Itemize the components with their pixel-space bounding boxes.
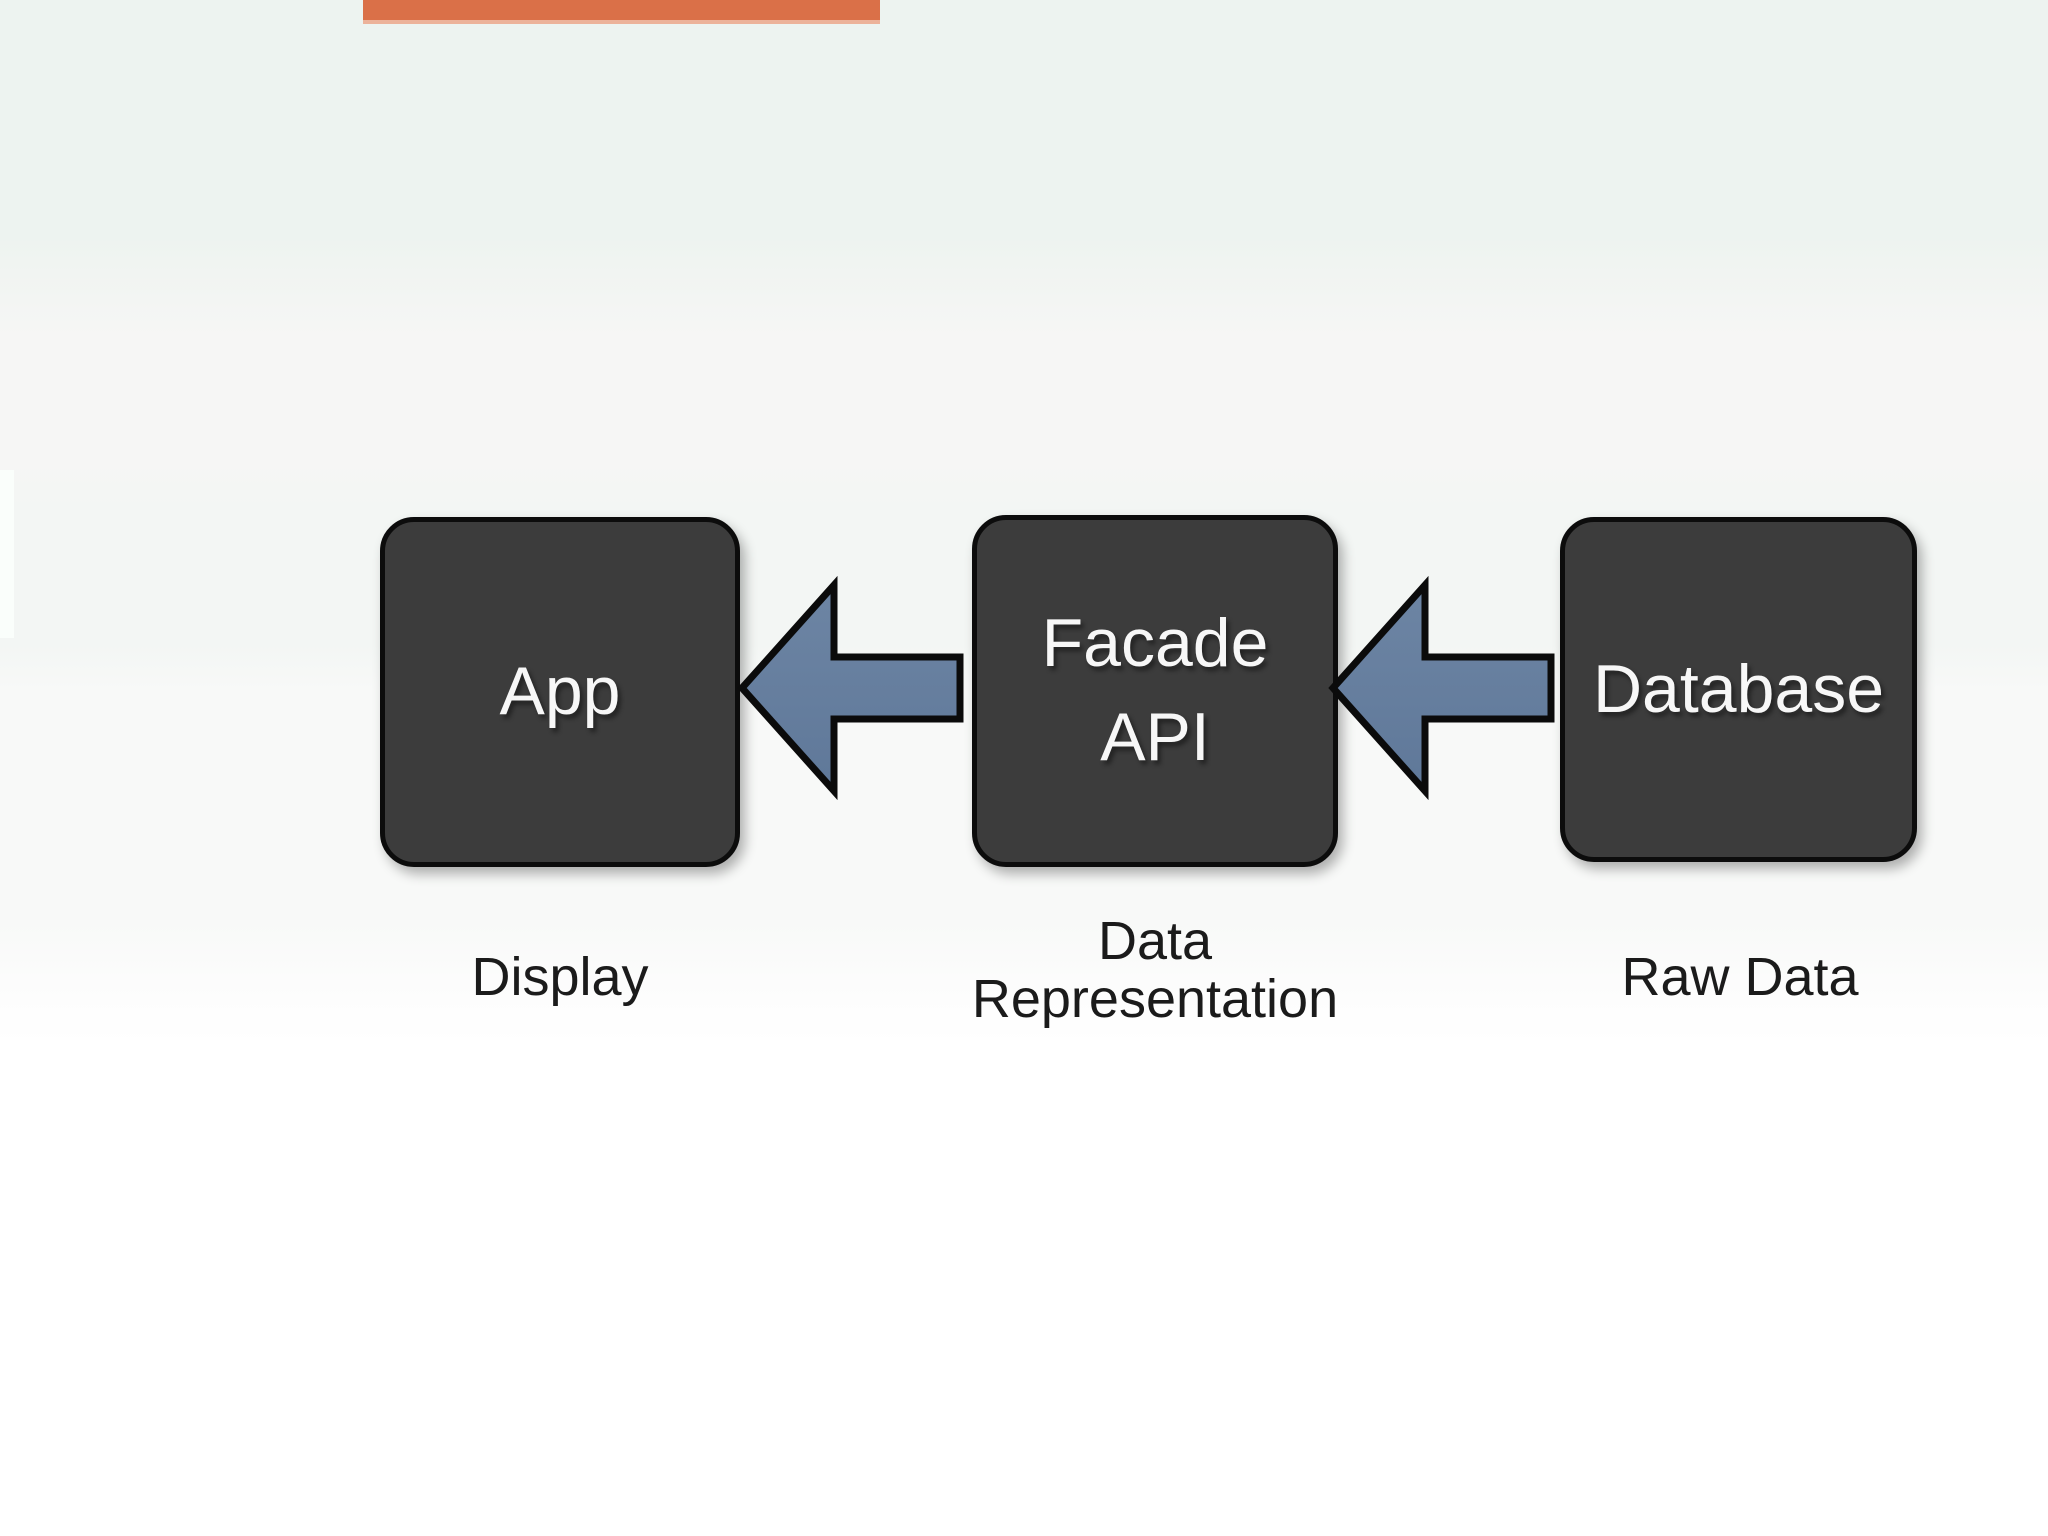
left-arrow-icon [737,575,964,801]
node-app: App [380,517,740,867]
left-edge-highlight [0,470,14,638]
accent-bar-underline [363,20,880,24]
accent-bar [363,0,880,20]
caption-data-representation: Data Representation [971,911,1339,1030]
node-app-label: App [499,653,621,730]
node-database: Database [1560,517,1917,862]
node-facade-api: Facade API [972,515,1338,867]
left-arrow-icon [1328,575,1555,801]
caption-raw-data: Raw Data [1621,947,1859,1007]
node-facade-api-label: Facade API [1041,605,1269,775]
caption-display: Display [471,947,649,1007]
node-database-label: Database [1592,650,1885,727]
